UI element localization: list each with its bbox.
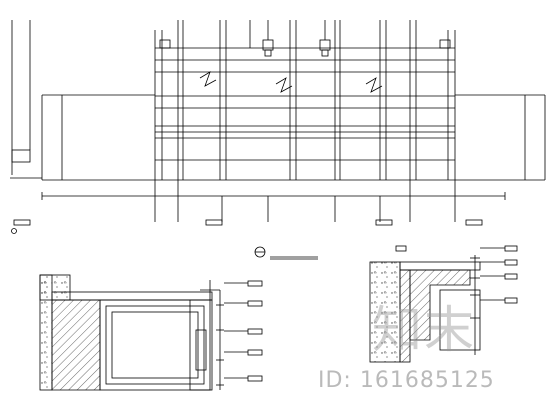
right-detail-section	[369, 245, 518, 363]
section-title-mark	[254, 246, 318, 260]
left-detail-section	[39, 274, 263, 391]
watermark-brand: 知末	[372, 301, 476, 359]
elevation-view	[10, 20, 546, 234]
watermark-id: ID: 161685125	[318, 368, 495, 393]
